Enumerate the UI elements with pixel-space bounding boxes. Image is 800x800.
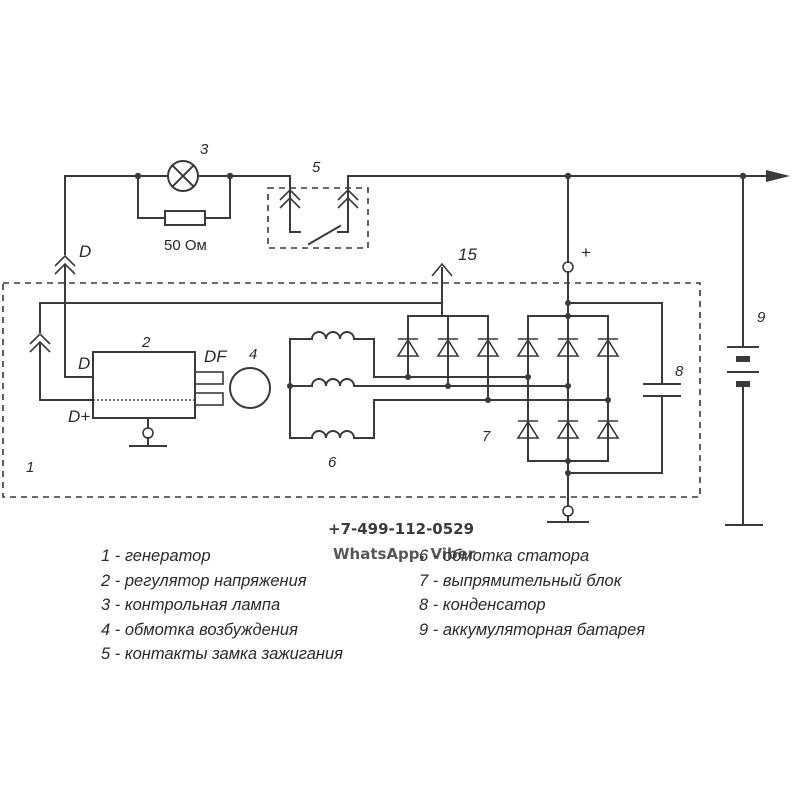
generator-label: 1 xyxy=(26,459,34,476)
legend-item: 5 - контакты замка зажигания xyxy=(101,645,343,663)
ground-icon xyxy=(129,437,167,447)
regulator-dplus-label: D+ xyxy=(68,407,90,426)
stator-coil-icon xyxy=(310,430,356,440)
ignition-switch-box xyxy=(267,187,369,249)
capacitor-label: 8 xyxy=(675,363,684,380)
terminal-15-arrow-icon xyxy=(431,262,453,277)
diode-icon xyxy=(596,338,620,357)
connector-icon xyxy=(337,188,359,209)
stator-coil-icon xyxy=(310,331,356,341)
diode-icon xyxy=(596,420,620,439)
rectifier-label: 7 xyxy=(482,428,491,445)
switch-blade xyxy=(307,224,342,246)
battery-label: 9 xyxy=(757,309,766,326)
legend-item: 3 - контрольная лампа xyxy=(101,596,281,614)
generator-boundary xyxy=(2,282,701,498)
legend-item: 8 - конденсатор xyxy=(419,596,546,614)
plus-terminal xyxy=(562,261,574,273)
legend-item: 1 - генератор xyxy=(101,547,211,565)
plus-label: + xyxy=(581,243,591,262)
resistor-label: 50 Ом xyxy=(164,237,207,254)
lamp-label: 3 xyxy=(200,141,209,158)
switch-label: 5 xyxy=(312,159,321,176)
legend-left: 1 - генератор 2 - регулятор напряжения 3… xyxy=(101,544,343,667)
ground-icon xyxy=(547,515,589,523)
legend-item: 7 - выпрямительный блок xyxy=(419,571,622,590)
excitation-label: 4 xyxy=(249,346,257,363)
diode-icon xyxy=(436,338,460,357)
diode-icon xyxy=(516,338,540,357)
stator-coil-icon xyxy=(310,378,356,388)
resistor-icon xyxy=(164,210,206,226)
regulator-d-label: D xyxy=(78,354,90,373)
ground-icon xyxy=(725,386,763,526)
watermark-apps: WhatsApp, Viber xyxy=(333,545,476,563)
legend-item: 6 - обмотка статора xyxy=(419,547,590,565)
battery-icon xyxy=(727,346,759,387)
control-lamp-icon xyxy=(167,160,199,192)
diode-icon xyxy=(556,338,580,357)
connector-d-icon xyxy=(54,254,76,275)
legend-item: 4 - обмотка возбуждения xyxy=(101,620,298,639)
voltage-regulator xyxy=(92,351,196,419)
watermark-phone: +7-499-112-0529 xyxy=(328,520,475,538)
diode-icon xyxy=(476,338,500,357)
capacitor-icon xyxy=(643,383,681,397)
diode-icon xyxy=(396,338,420,357)
terminal-d-label: D xyxy=(79,242,91,261)
output-arrow-icon xyxy=(766,170,790,182)
connector-dplus-icon xyxy=(29,332,51,353)
stator-label: 6 xyxy=(328,454,337,471)
excitation-winding-icon xyxy=(229,367,271,409)
regulator-df-label: DF xyxy=(204,347,228,366)
diode-icon xyxy=(516,420,540,439)
terminal-15-label: 15 xyxy=(458,245,477,264)
legend-item: 2 - регулятор напряжения xyxy=(101,571,307,590)
legend-right: 6 - обмотка статора 7 - выпрямительный б… xyxy=(419,544,645,642)
connector-icon xyxy=(279,188,301,209)
legend-item: 9 - аккумуляторная батарея xyxy=(419,620,646,639)
diode-icon xyxy=(556,420,580,439)
regulator-label: 2 xyxy=(141,334,151,351)
